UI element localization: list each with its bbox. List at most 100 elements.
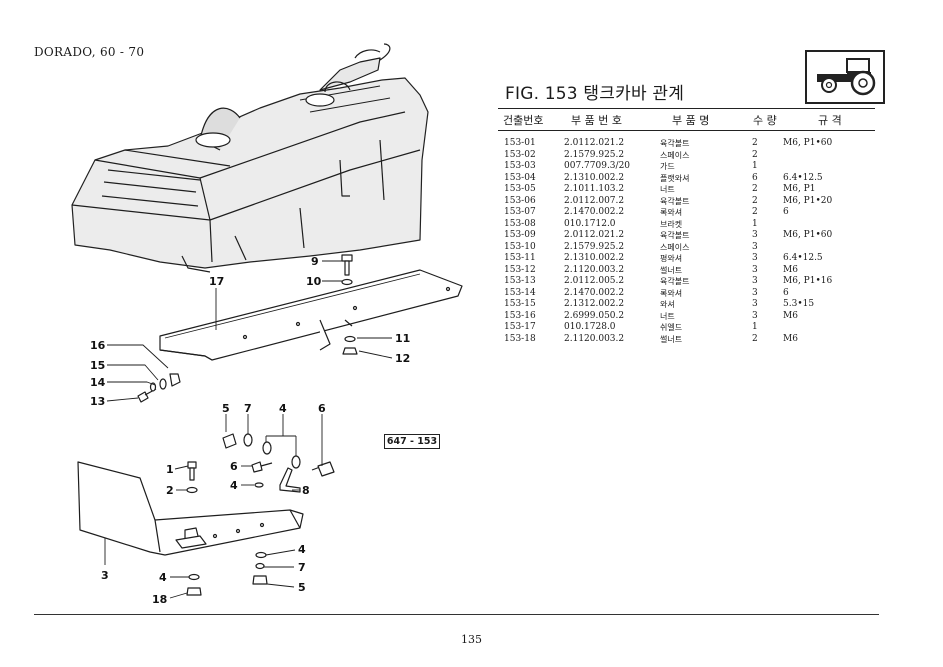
- cell-part-no: 010.1712.0: [564, 218, 616, 229]
- cell-part-no: 2.1579.925.2: [564, 241, 625, 252]
- cell-item-no: 153-16: [504, 310, 536, 321]
- cell-item-no: 153-05: [504, 184, 536, 194]
- guard-17-drawing: [159, 269, 463, 361]
- callout-7-upper: 7: [244, 402, 252, 415]
- cell-qty: 2: [752, 138, 758, 148]
- cell-item-no: 153-01: [504, 138, 536, 148]
- cell-spec: M6: [783, 264, 798, 275]
- header-qty: 수 량: [753, 114, 777, 127]
- callout-2: 2: [166, 484, 174, 497]
- header-part-name: 부 품 명: [672, 114, 710, 127]
- tractor-logo: [805, 50, 885, 104]
- callout-4-right: 4: [298, 543, 306, 556]
- cell-part-no: 2.1120.003.2: [564, 333, 625, 344]
- cell-spec: M6, P1•16: [783, 276, 833, 286]
- cell-spec: 5.3•15: [783, 299, 815, 309]
- hardware-group-lower: [186, 551, 268, 596]
- cell-item-no: 153-17: [504, 322, 536, 332]
- cell-spec: 6: [783, 287, 789, 298]
- cell-part-no: 2.1310.002.2: [564, 253, 625, 263]
- cell-part-name: 평와셔: [660, 254, 683, 263]
- cell-spec: M6: [783, 310, 798, 321]
- cell-part-name: 와셔: [660, 300, 675, 309]
- callout-17: 17: [209, 275, 224, 288]
- figure-title: FIG. 153 탱크카바 관계: [505, 84, 685, 104]
- cell-qty: 3: [752, 253, 758, 263]
- cell-part-name: 쉬엘드: [660, 323, 683, 332]
- cell-item-no: 153-07: [504, 207, 536, 217]
- callout-5-right: 5: [298, 581, 306, 594]
- table-row: 153-15 2.1312.002.2 와셔 3 5.3•15: [504, 299, 863, 311]
- cell-qty: 3: [752, 287, 758, 298]
- cell-part-no: 2.1011.103.2: [564, 184, 625, 194]
- footer-rule: [34, 614, 879, 615]
- cell-part-no: 2.1310.002.2: [564, 172, 625, 183]
- cell-spec: 6: [783, 207, 789, 217]
- cell-part-no: 2.0112.007.2: [564, 195, 625, 206]
- callout-5-upper: 5: [222, 402, 230, 415]
- cell-qty: 1: [752, 161, 758, 171]
- cell-part-no: 007.7709.3/20: [564, 161, 631, 171]
- cell-qty: 3: [752, 310, 758, 321]
- callout-labels: 9 10 17 11 12 16 15 14 13 5 7 4 6 1 6 2 …: [90, 255, 410, 606]
- callout-14: 14: [90, 376, 106, 389]
- cell-qty: 3: [752, 299, 758, 309]
- callout-1: 1: [166, 463, 174, 476]
- bolt-13-16-drawing: [137, 373, 181, 403]
- cell-qty: 6: [752, 172, 758, 183]
- model-title: DORADO, 60 - 70: [34, 45, 145, 59]
- callout-10: 10: [306, 275, 322, 288]
- callout-9: 9: [311, 255, 319, 268]
- cell-spec: 6.4•12.5: [783, 253, 823, 263]
- cell-item-no: 153-12: [504, 264, 536, 275]
- header-part-no: 부 품 번 호: [571, 114, 622, 127]
- table-header-rule-bottom: [498, 130, 875, 131]
- cell-part-no: 2.6999.050.2: [564, 310, 625, 321]
- cell-item-no: 153-02: [504, 149, 536, 160]
- cell-qty: 3: [752, 276, 758, 286]
- cell-part-name: 너트: [660, 185, 675, 194]
- callout-6-lower: 6: [230, 460, 238, 473]
- cell-part-name: 록와셔: [660, 288, 683, 298]
- cell-qty: 3: [752, 241, 758, 252]
- cell-spec: M6, P1•60: [783, 230, 833, 240]
- callout-6-upper: 6: [318, 402, 326, 415]
- cell-qty: 2: [752, 195, 758, 206]
- cell-part-name: 스페이스: [660, 242, 690, 252]
- cell-spec: M6: [783, 333, 798, 344]
- cell-part-no: 2.0112.021.2: [564, 230, 625, 240]
- cell-qty: 2: [752, 149, 758, 160]
- cell-part-no: 2.1312.002.2: [564, 299, 625, 309]
- cell-qty: 2: [752, 207, 758, 217]
- cell-spec: M6, P1•60: [783, 138, 833, 148]
- tractor-icon: [817, 58, 876, 96]
- cell-part-no: 010.1728.0: [564, 322, 616, 332]
- callout-4-mid: 4: [230, 479, 238, 492]
- callout-7-right: 7: [298, 561, 306, 574]
- callout-13: 13: [90, 395, 105, 408]
- cell-qty: 2: [752, 333, 758, 344]
- callout-4-lower: 4: [159, 571, 167, 584]
- callout-15: 15: [90, 359, 105, 372]
- fuel-tank-drawing: [71, 43, 429, 273]
- cell-part-name: 육각볼트: [660, 196, 690, 206]
- callout-leaders: [104, 260, 393, 599]
- cell-part-no: 2.1120.003.2: [564, 264, 625, 275]
- figure-reference-code: 647 - 153: [384, 434, 440, 449]
- cell-item-no: 153-14: [504, 287, 536, 298]
- cell-part-no: 2.1470.002.2: [564, 287, 625, 298]
- cell-item-no: 153-15: [504, 299, 536, 309]
- cell-qty: 1: [752, 322, 758, 332]
